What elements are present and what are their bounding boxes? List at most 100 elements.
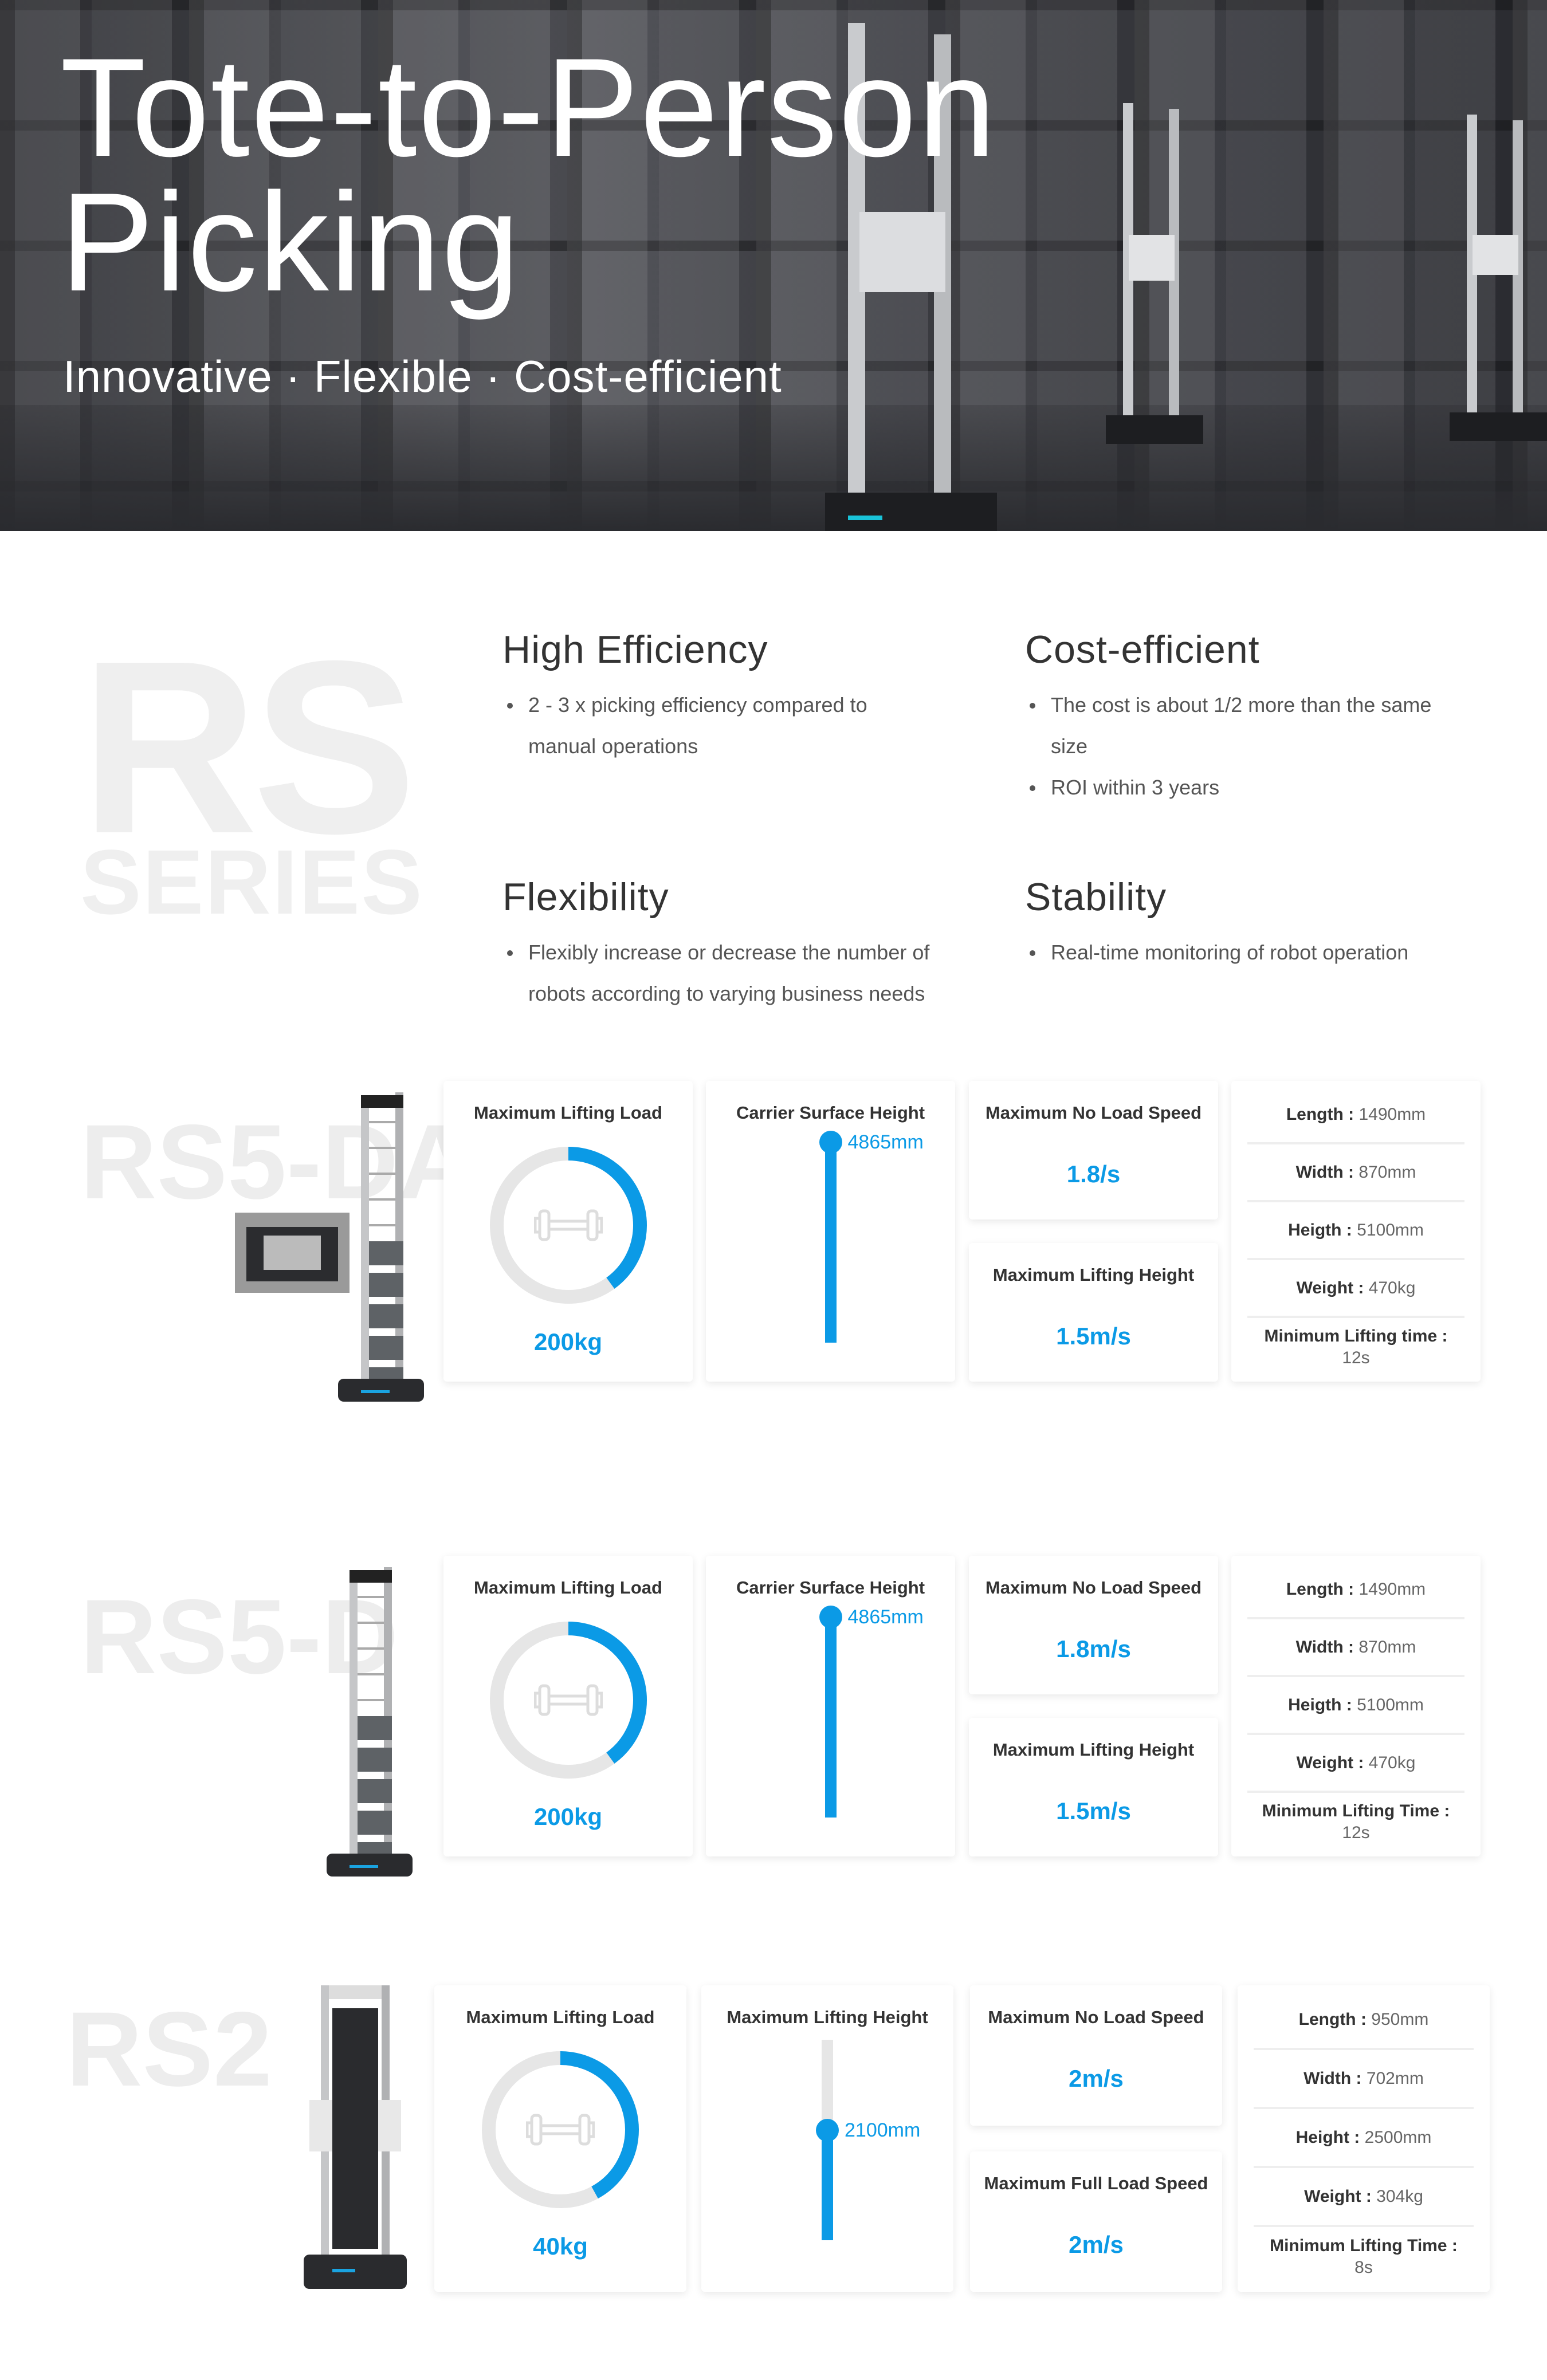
donut-fill [482, 2051, 639, 2208]
dimension-label: Weight : [1304, 2186, 1377, 2206]
hero-robot-image [825, 23, 997, 531]
dimension-label: Width : [1303, 2068, 1367, 2088]
load-value: 200kg [533, 1803, 603, 1830]
dimension-label: Length : [1298, 2009, 1372, 2029]
height-value: 4865mm [847, 1606, 924, 1628]
dimension-row: Minimum Lifting time : 12s [1247, 1318, 1464, 1376]
feature-title: Flexibility [502, 875, 669, 919]
card-title: Maximum Lifting Load [474, 1103, 662, 1123]
dimension-label: Heigth : [1288, 1695, 1357, 1714]
feature-bullet: The cost is about 1/2 more than the same… [1025, 685, 1460, 767]
height-value: 2100mm [845, 2119, 921, 2141]
dimension-row: Minimum Lifting Time : 8s [1254, 2227, 1474, 2286]
speed-value: 2m/s [1069, 2231, 1124, 2258]
card-title: Maximum No Load Speed [988, 2007, 1204, 2027]
dimension-value: 1490mm [1358, 1579, 1426, 1599]
donut-fill [489, 1622, 647, 1779]
dimension-value: 702mm [1366, 2068, 1424, 2088]
speed-card-bottom: Maximum Lifting Height 1.5m/s [969, 1718, 1218, 1856]
dimension-row: Length : 950mm [1254, 1991, 1474, 2050]
dimension-text: Heigth : 5100mm [1288, 1219, 1424, 1241]
dimension-value: 1490mm [1358, 1104, 1426, 1124]
feature-bullets: The cost is about 1/2 more than the same… [1025, 685, 1460, 808]
slider-knob [819, 1606, 842, 1628]
speed-value: 2m/s [1069, 2065, 1124, 2092]
dimension-row: Width : 702mm [1254, 2050, 1474, 2109]
robot-image [229, 1081, 435, 1416]
dimension-value: 8s [1354, 2257, 1373, 2277]
barbell-icon [525, 2107, 595, 2155]
hero-subtitle: Innovative · Flexible · Cost-efficient [63, 351, 782, 402]
slider-fill [824, 1142, 837, 1343]
dimension-text: Heigth : 5100mm [1288, 1694, 1424, 1716]
slider-knob [819, 1131, 842, 1154]
dimension-row: Weight : 470kg [1247, 1260, 1464, 1318]
model-name-watermark: RS5-D [80, 1578, 399, 1696]
speed-value: 1.5m/s [1056, 1797, 1131, 1824]
load-donut-gauge [434, 2044, 686, 2216]
slider-fill [822, 2130, 833, 2240]
feature-bullets: 2 - 3 x picking efficiency compared to m… [502, 685, 938, 767]
dimension-row: Height : 2500mm [1254, 2109, 1474, 2168]
robot-image [218, 1556, 424, 1891]
height-slider-card: Carrier Surface Height 4865mm [706, 1556, 955, 1856]
feature-bullet: Flexibly increase or decrease the number… [502, 932, 938, 1014]
max-lifting-load-card: Maximum Lifting Load 200kg [443, 1556, 693, 1856]
feature-bullet: 2 - 3 x picking efficiency compared to m… [502, 685, 938, 767]
dimension-label: Height : [1295, 2127, 1365, 2147]
card-title: Carrier Surface Height [736, 1578, 925, 1598]
dimension-label: Length : [1286, 1579, 1359, 1599]
dimension-value: 304kg [1376, 2186, 1423, 2206]
hero-robot-image-3 [1450, 115, 1547, 441]
dimension-row: Width : 870mm [1247, 1144, 1464, 1202]
speed-value: 1.5m/s [1056, 1323, 1131, 1350]
dimension-label: Weight : [1296, 1753, 1369, 1772]
dimension-value: 870mm [1358, 1637, 1416, 1657]
height-slider: 2100mm [816, 2040, 920, 2240]
dimension-row: Length : 1490mm [1247, 1087, 1464, 1144]
dimension-value: 950mm [1371, 2009, 1429, 2029]
dimension-label: Minimum Lifting Time : [1262, 1801, 1450, 1820]
dimension-text: Weight : 470kg [1297, 1752, 1416, 1774]
speed-value: 1.8m/s [1056, 1635, 1131, 1662]
dimension-text: Minimum Lifting Time : 12s [1253, 1800, 1459, 1844]
dimension-label: Minimum Lifting time : [1264, 1326, 1448, 1346]
dimension-text: Width : 870mm [1296, 1162, 1416, 1183]
donut-fill [489, 1147, 647, 1304]
model-name-watermark: RS5-DA [80, 1103, 475, 1221]
card-title: Maximum Lifting Height [992, 1740, 1195, 1760]
dimension-text: Weight : 304kg [1304, 2186, 1423, 2208]
card-title: Maximum No Load Speed [985, 1578, 1202, 1598]
barbell-icon [533, 1677, 603, 1726]
dimension-row: Heigth : 5100mm [1247, 1202, 1464, 1260]
feature-bullets: Flexibly increase or decrease the number… [502, 932, 938, 1014]
dimension-text: Width : 870mm [1296, 1637, 1416, 1658]
dimension-text: Weight : 470kg [1297, 1277, 1416, 1299]
speed-card-top: Maximum No Load Speed 2m/s [970, 1985, 1222, 2126]
barbell-icon [533, 1202, 603, 1251]
dimension-text: Length : 1490mm [1286, 1579, 1426, 1600]
feature-bullets: Real-time monitoring of robot operation [1025, 932, 1460, 973]
card-title: Maximum Lifting Load [474, 1578, 662, 1598]
warehouse-floor [0, 405, 1547, 531]
feature-title: Stability [1025, 875, 1167, 919]
dimension-row: Weight : 470kg [1247, 1735, 1464, 1793]
robot-image [298, 1974, 504, 2298]
dimension-value: 5100mm [1357, 1220, 1424, 1240]
dimension-text: Height : 2500mm [1296, 2127, 1432, 2149]
model-name-watermark: RS2 [66, 1990, 272, 2108]
feature-bullet: ROI within 3 years [1025, 767, 1460, 808]
